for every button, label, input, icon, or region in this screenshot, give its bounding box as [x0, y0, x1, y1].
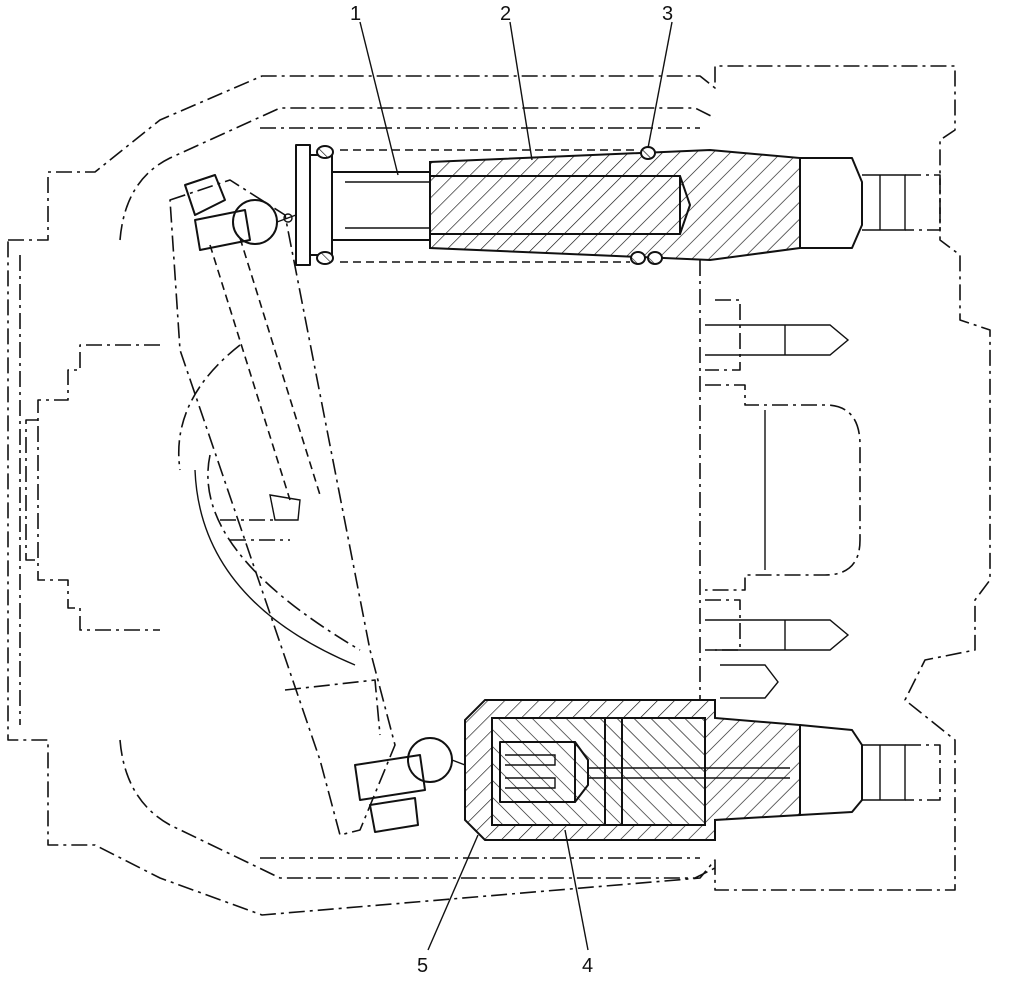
lower-piston-assembly	[464, 699, 941, 841]
leader-5	[427, 834, 479, 951]
callout-2: 2	[500, 3, 511, 25]
upper-piston-assembly	[295, 144, 941, 266]
lower-ball-joint	[354, 737, 466, 833]
seal-ring-3	[640, 146, 656, 160]
callout-5: 5	[417, 955, 428, 977]
callout-4: 4	[582, 955, 593, 977]
swashplate-linkage	[169, 179, 396, 836]
valve-cover	[705, 384, 861, 591]
upper-ball-joint	[184, 174, 297, 251]
housing-outline	[7, 65, 991, 916]
left-shaft-boss	[25, 344, 160, 631]
callout-1: 1	[350, 3, 361, 25]
leader-lines	[359, 21, 673, 951]
piston-4	[491, 717, 706, 826]
callout-labels: 1 2 3 4 5	[350, 3, 673, 977]
leader-4	[564, 829, 589, 951]
callout-3: 3	[662, 3, 673, 25]
cylinder-block	[699, 260, 741, 700]
right-pins	[705, 324, 850, 699]
sleeve-2	[429, 148, 801, 262]
leader-2	[509, 21, 533, 161]
leader-3	[647, 21, 673, 149]
leader-1	[359, 21, 399, 176]
